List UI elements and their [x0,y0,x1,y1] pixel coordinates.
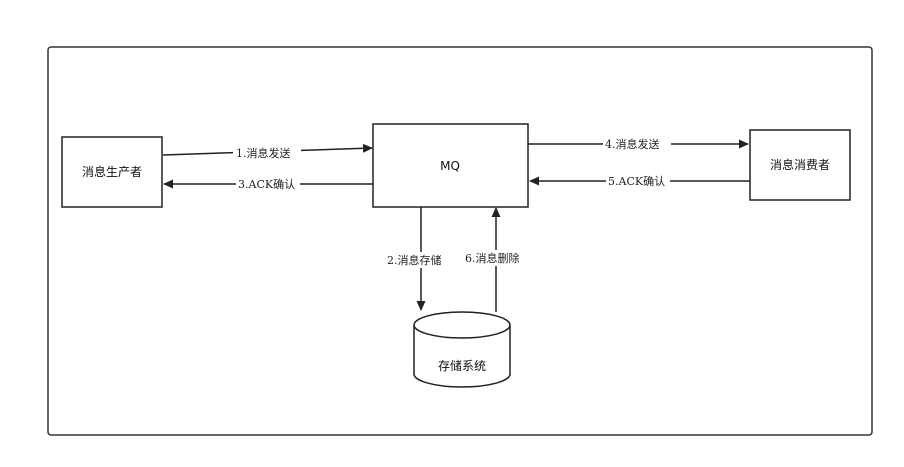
storage-cylinder-body [413,325,511,388]
edge-label-bg [463,250,533,266]
edge-label-ack-to-producer: 3.ACK确认 [238,178,295,191]
edge-label-bg [603,137,671,152]
edge-label-store: 2.消息存储 [387,253,442,267]
edge-label-bg [606,174,670,189]
edge-label-send-to-consumer: 4.消息发送 [605,137,660,151]
mq-box [372,123,529,208]
storage-label: 存储系统 [438,358,486,373]
edge-label-send-to-mq: 1.消息发送 [236,146,291,160]
edge-label-ack-from-consumer: 5.ACK确认 [608,175,665,188]
edge-label-bg [385,252,457,268]
consumer-node[interactable]: 消息消费者 [749,129,851,201]
outer-frame [47,46,873,436]
edge-label-bg [233,144,301,160]
mq-label: MQ [440,159,460,173]
edge-label-delete: 6.消息删除 [465,251,520,265]
producer-box [61,136,163,208]
storage-cylinder-top [413,311,511,339]
edge-label-bg [236,177,300,192]
producer-label: 消息生产者 [82,164,142,179]
consumer-label: 消息消费者 [770,157,830,172]
producer-node[interactable]: 消息生产者 [61,136,163,208]
storage-node[interactable]: 存储系统 [413,311,511,388]
consumer-box [749,129,851,201]
mq-node[interactable]: MQ [372,123,529,208]
